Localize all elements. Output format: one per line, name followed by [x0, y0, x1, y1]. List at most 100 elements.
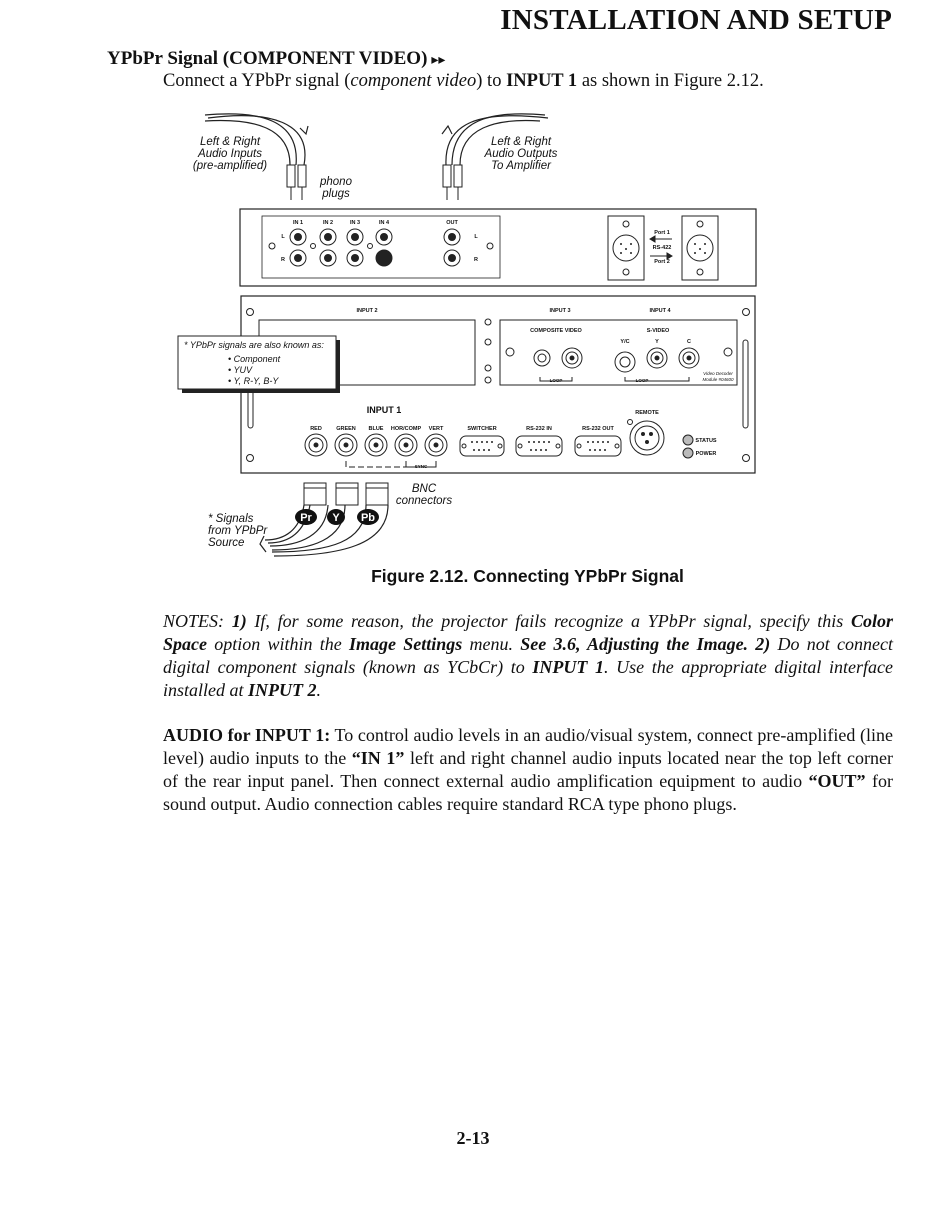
notes-text: . Use the appropriate digital interface … — [163, 657, 893, 700]
remote-connector — [627, 419, 665, 456]
audio-heading: AUDIO for INPUT 1: — [163, 725, 331, 745]
power-label: POWER — [696, 451, 717, 457]
port-label-in4: IN 4 — [379, 220, 390, 226]
intro-italic: component video — [350, 71, 477, 91]
section-title: YPbPr Signal (COMPONENT VIDEO)▸▸ — [107, 48, 445, 70]
section-title-text: YPbPr Signal (COMPONENT VIDEO) — [107, 48, 428, 69]
notes-text: menu. — [462, 634, 521, 654]
signals-label-1: * Signals — [208, 513, 254, 525]
port-label-in1: IN 1 — [293, 220, 303, 226]
bnc-label-2: connectors — [396, 495, 453, 507]
notes-bold: INPUT 1 — [532, 657, 605, 677]
audio-text: for sound output. Audio connection cable… — [163, 771, 893, 814]
notes-text: Do not connect digital component signals… — [163, 634, 893, 677]
ypbpr-box-item: • Component — [228, 354, 281, 364]
decoder-connectors — [505, 347, 733, 382]
ypbpr-box-title: * YPbPr signals are also known as: — [184, 340, 324, 350]
notes-bold: See 3.6, Adjusting the Image. 2) — [520, 634, 771, 654]
decoder-label-2: Module #04600 — [702, 377, 734, 382]
audio-module — [261, 215, 501, 279]
audio-out-label-3: To Amplifier — [491, 160, 552, 172]
composite-video-label: COMPOSITE VIDEO — [530, 328, 582, 334]
connection-figure: Left & Right Audio Inputs (pre-amplified… — [177, 113, 757, 557]
input1-port-green: GREEN — [336, 426, 356, 432]
intro-bold: INPUT 1 — [506, 71, 578, 91]
signals-label-2: from YPbPr — [208, 525, 268, 537]
loop-label: LOOP — [550, 378, 563, 383]
input1-port-horcomp: HOR/COMP — [391, 426, 422, 432]
plug-badges — [295, 509, 379, 525]
notes-text: . — [316, 680, 322, 700]
notes-text: NOTES: — [163, 611, 232, 631]
audio-in-label-1: Left & Right — [200, 136, 261, 148]
plug-label-y: Y — [332, 512, 340, 524]
input3-label: INPUT 3 — [549, 308, 570, 314]
double-arrow-icon: ▸▸ — [431, 53, 446, 68]
bnc-jacks — [304, 433, 448, 468]
notes-text: option within the — [207, 634, 349, 654]
plug-label-pb: Pb — [361, 512, 375, 524]
audio-in-label-3: (pre-amplified) — [193, 160, 267, 172]
loop-label: LOOP — [636, 378, 649, 383]
port-label-in3: IN 3 — [350, 220, 360, 226]
intro-text: Connect a YPbPr signal ( — [163, 71, 351, 91]
intro-paragraph: Connect a YPbPr signal (component video)… — [163, 71, 764, 92]
status-leds — [682, 434, 694, 459]
notes-bold: INPUT 2 — [248, 680, 317, 700]
input1-port-blue: BLUE — [369, 426, 384, 432]
rs232-in-label: RS-232 IN — [526, 426, 552, 432]
svideo-port-y: Y — [655, 339, 659, 345]
status-label: STATUS — [695, 438, 717, 444]
rs422-ports — [607, 215, 719, 281]
audio-out-label-2: Audio Outputs — [484, 148, 558, 160]
input2-label: INPUT 2 — [356, 308, 377, 314]
switcher-label: SWITCHER — [467, 426, 496, 432]
audio-input-cables — [204, 113, 309, 166]
bnc-plugs — [303, 482, 389, 506]
audio-out-label-1: Left & Right — [491, 136, 552, 148]
svideo-port-c: C — [687, 339, 691, 345]
phono-label-1: phono — [319, 176, 353, 188]
port-label-out: OUT — [446, 220, 458, 226]
page-number: 2-13 — [456, 1128, 490, 1148]
signals-label-3: Source — [208, 537, 244, 549]
ypbpr-box-item: • YUV — [228, 365, 253, 375]
svideo-port-yc: Y/C — [620, 339, 629, 345]
ypbpr-box-item: • Y, R-Y, B-Y — [228, 376, 279, 386]
page-header: INSTALLATION AND SETUP — [500, 4, 892, 36]
audio-bold: “IN 1” — [351, 748, 405, 768]
input1-port-vert: VERT — [429, 426, 444, 432]
audio-in-label-2: Audio Inputs — [197, 148, 262, 160]
notes-bold: Color Space — [163, 611, 893, 654]
audio-text: To control audio levels in an audio/visu… — [163, 725, 893, 768]
rs422-label: RS-422 — [653, 245, 672, 251]
left-label: L — [281, 234, 285, 240]
input1-port-red: RED — [310, 426, 322, 432]
input4-label: INPUT 4 — [649, 308, 671, 314]
rs232-out-label: RS-232 OUT — [582, 426, 614, 432]
notes-text: If, for some reason, the projector fails… — [246, 611, 851, 631]
audio-bold: “OUT” — [808, 771, 866, 791]
serial-ports — [459, 435, 622, 457]
port2-label: Port 2 — [654, 259, 670, 265]
audio-paragraph: AUDIO for INPUT 1: To control audio leve… — [163, 724, 893, 816]
notes-paragraph: NOTES: 1) If, for some reason, the proje… — [163, 610, 893, 702]
bnc-label-1: BNC — [412, 483, 437, 495]
notes-bold: 1) — [231, 611, 247, 631]
phono-label-2: plugs — [321, 188, 350, 200]
intro-text: as shown in Figure 2.12. — [577, 71, 764, 91]
figure-caption: Figure 2.12. Connecting YPbPr Signal — [371, 566, 684, 586]
port-label-in2: IN 2 — [323, 220, 333, 226]
phono-plugs-out — [442, 164, 463, 200]
input1-label: INPUT 1 — [367, 405, 402, 415]
svideo-label: S-VIDEO — [647, 328, 670, 334]
port1-label: Port 1 — [654, 230, 670, 236]
audio-text: left and right channel audio inputs loca… — [163, 748, 893, 791]
audio-jacks — [268, 228, 494, 267]
left-label: L — [474, 234, 478, 240]
right-label: R — [281, 257, 285, 263]
sync-label: SYNC — [415, 464, 428, 469]
ypbpr-info-box — [177, 335, 340, 393]
intro-text: ) to — [476, 71, 507, 91]
decoder-label-1: Video Decoder — [703, 371, 733, 376]
